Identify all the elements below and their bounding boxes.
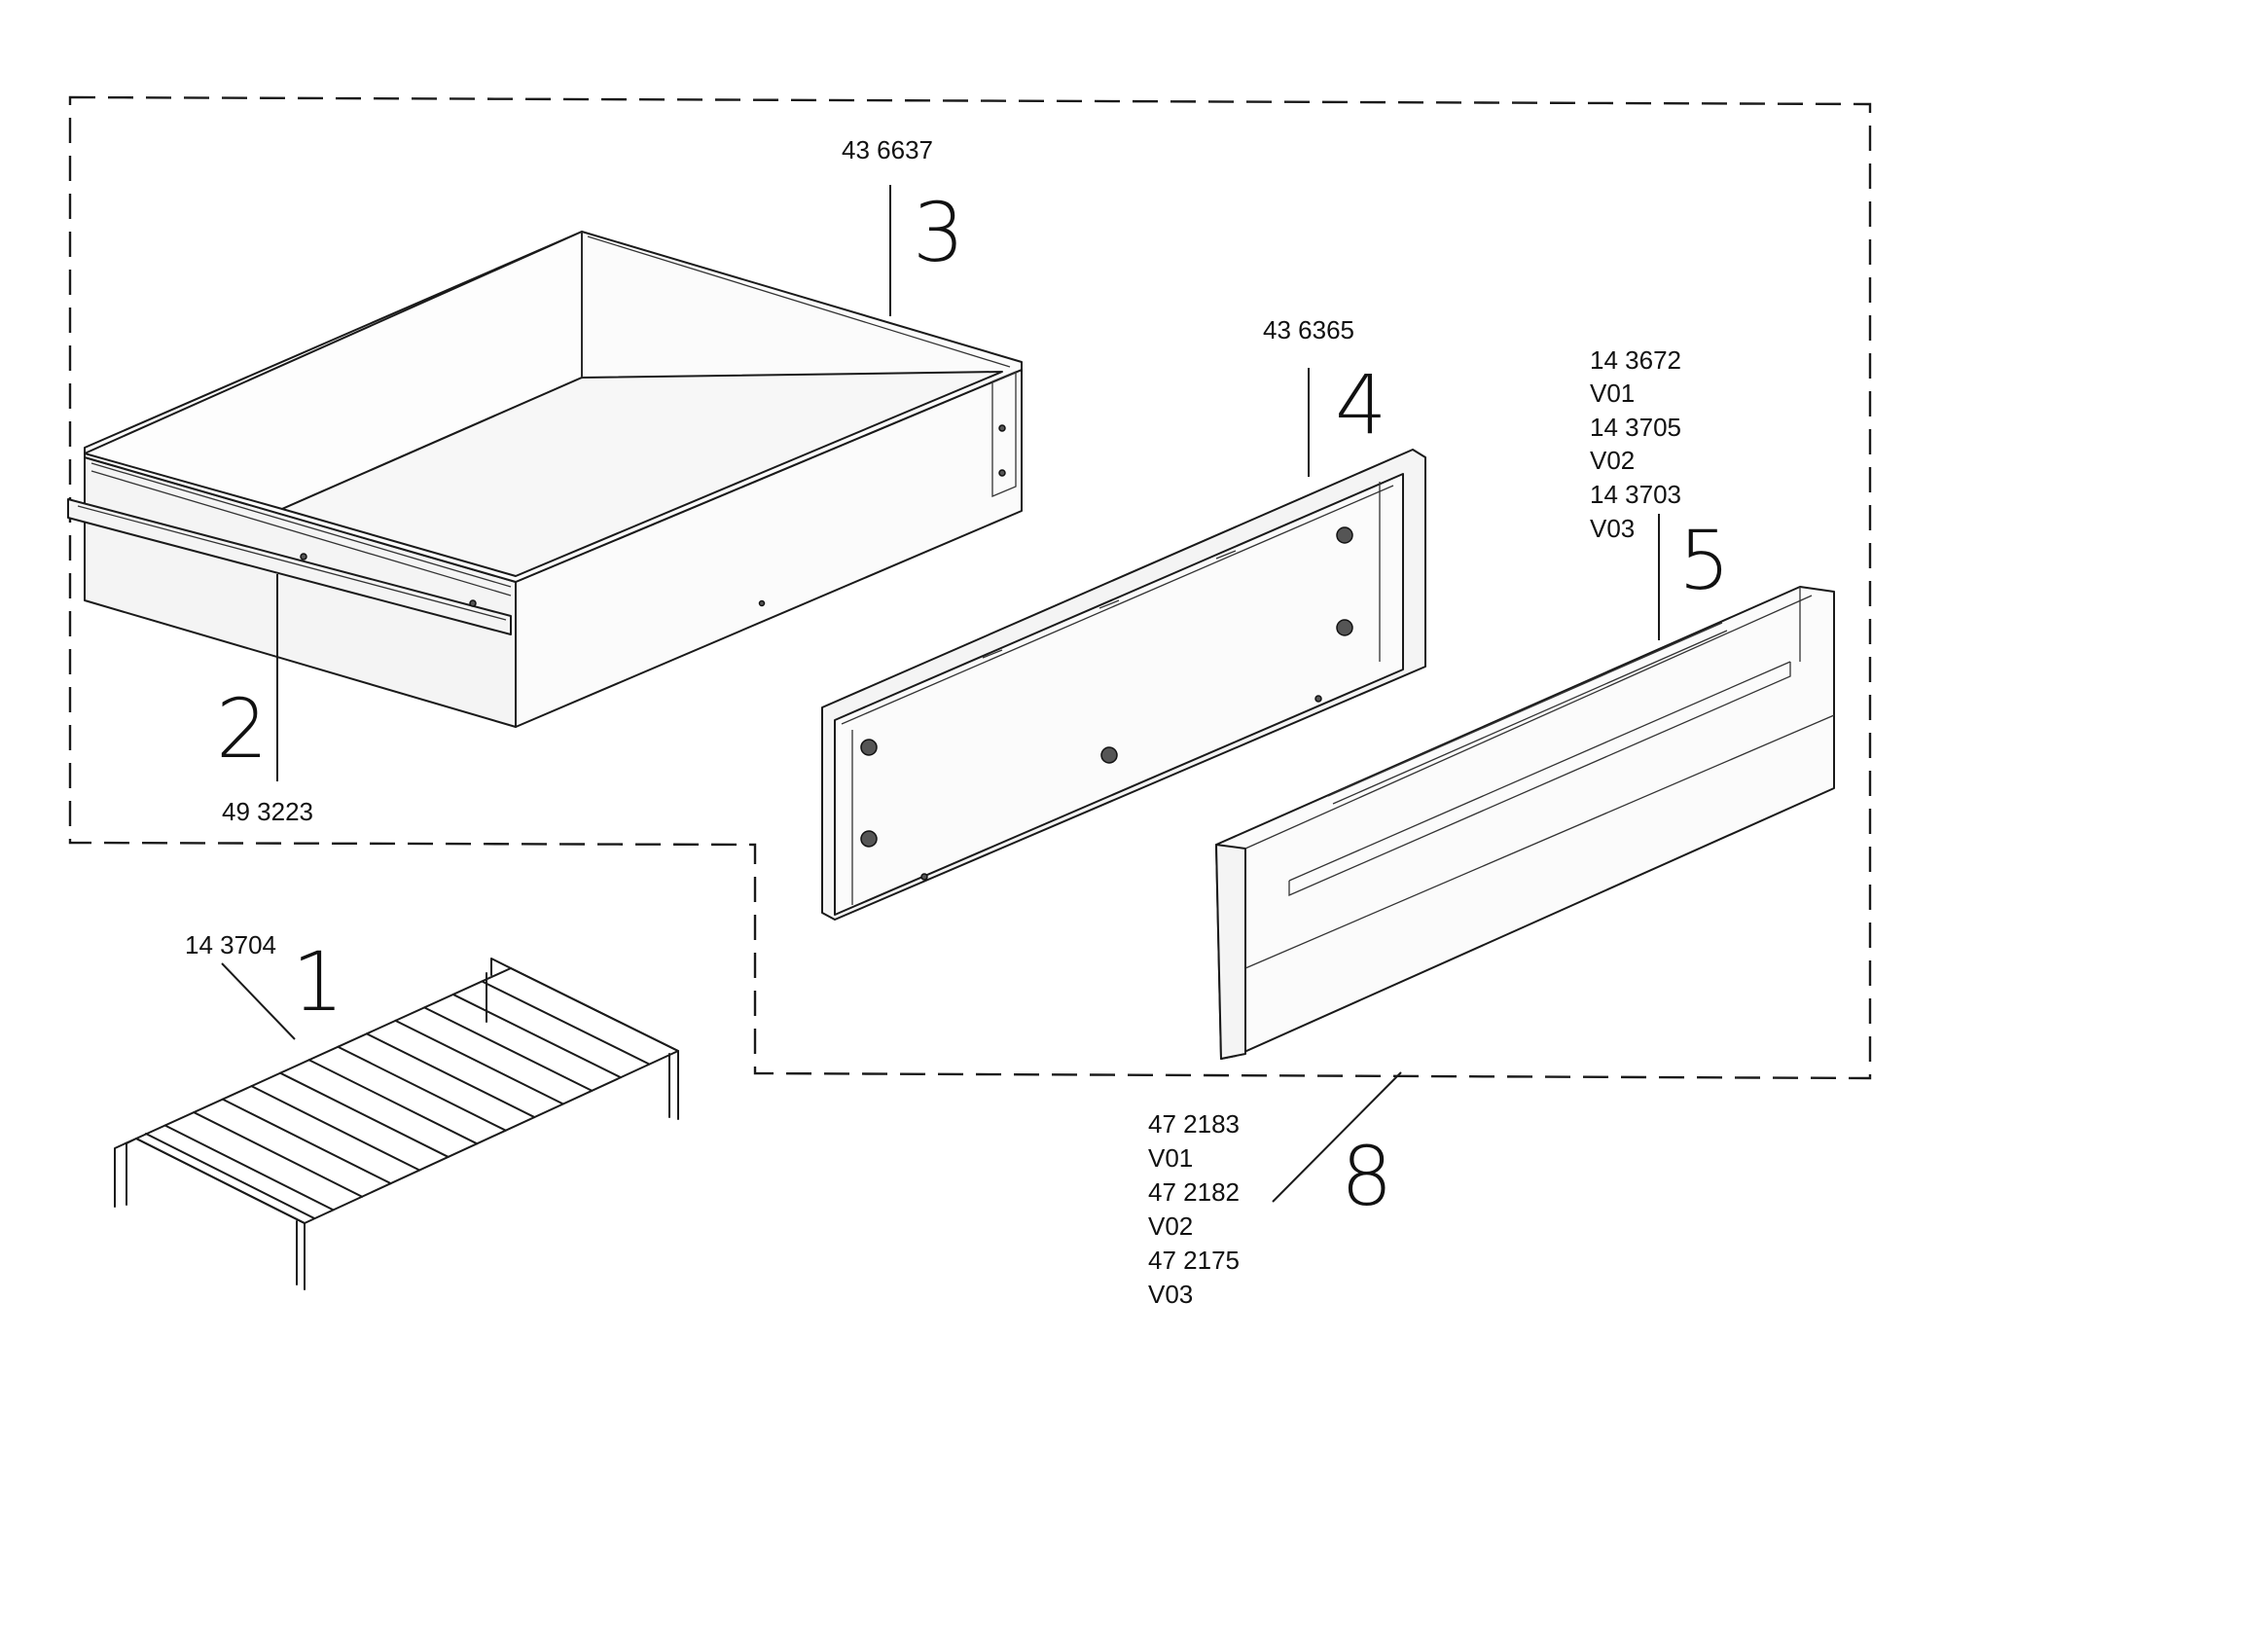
rack-wire	[510, 967, 679, 1052]
rack-wire	[250, 1085, 421, 1172]
part-number-line: V02	[1148, 1212, 1193, 1241]
rack-wire	[337, 1045, 507, 1132]
rack-wire	[221, 1098, 392, 1185]
rack-wire	[193, 1111, 364, 1198]
rack-wire	[451, 993, 622, 1079]
wire-rack	[114, 958, 679, 1290]
item-index-2: 2	[216, 681, 268, 777]
part-number-line: V03	[1148, 1280, 1193, 1309]
rack-wire	[279, 1071, 450, 1158]
leader-lines	[221, 185, 1660, 1203]
part-number-list-front-panel: 14 3672 V01 14 3705 V02 14 3703 V03	[1590, 345, 1681, 543]
rack-wire	[163, 1124, 335, 1212]
inner-panel	[821, 449, 1426, 921]
item-index-5: 5	[1678, 513, 1730, 608]
part-number-line: 47 2183	[1148, 1109, 1240, 1139]
part-number-line: 14 3672	[1590, 345, 1681, 375]
part-number-inner-panel: 43 6365	[1263, 315, 1354, 344]
part-number-line: V02	[1590, 446, 1635, 475]
rack-wire	[394, 1019, 564, 1105]
rack-wire	[423, 1006, 594, 1092]
part-number-drawer-box: 43 6637	[842, 135, 933, 164]
part-number-line: V03	[1590, 514, 1635, 543]
part-number-line: 47 2182	[1148, 1177, 1240, 1207]
front-panel	[1215, 586, 1835, 1060]
item-index-8: 8	[1341, 1129, 1392, 1224]
part-number-line: 14 3703	[1590, 480, 1681, 509]
part-number-rack: 14 3704	[185, 930, 276, 959]
part-number-line: V01	[1148, 1143, 1193, 1173]
rack-wire	[135, 1138, 306, 1224]
part-number-line: 14 3705	[1590, 413, 1681, 442]
part-number-line: V01	[1590, 379, 1635, 408]
part-number-line: 47 2175	[1148, 1246, 1240, 1275]
rack-wire	[307, 1059, 479, 1145]
item-index-1: 1	[292, 934, 343, 1030]
item-index-4: 4	[1335, 357, 1386, 452]
part-number-list-drawer-assembly: 47 2183 V01 47 2182 V02 47 2175 V03	[1148, 1109, 1240, 1309]
part-number-slide-rail: 49 3223	[222, 797, 313, 826]
drawer-box	[67, 231, 1023, 728]
item-index-3: 3	[913, 185, 964, 280]
rack-wire	[481, 980, 651, 1066]
rack-wire	[365, 1032, 536, 1119]
assembly-boundary	[68, 95, 1872, 1080]
